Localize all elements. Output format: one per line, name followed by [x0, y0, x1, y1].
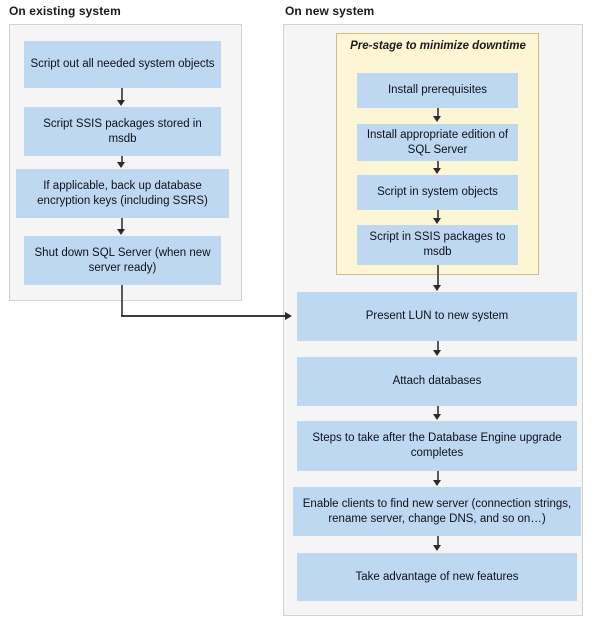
node-install-sql-server-edition[interactable]: Install appropriate edition of SQL Serve…	[357, 124, 518, 161]
node-present-lun[interactable]: Present LUN to new system	[297, 292, 577, 341]
node-label: Take advantage of new features	[355, 570, 519, 583]
node-label: Install appropriate edition of SQL Serve…	[366, 128, 509, 156]
node-script-in-system-objects[interactable]: Script in system objects	[357, 175, 518, 210]
node-label: Attach databases	[392, 375, 482, 387]
node-take-advantage-new-features[interactable]: Take advantage of new features	[297, 553, 577, 601]
node-label: Present LUN to new system	[365, 310, 509, 322]
node-backup-encryption-keys[interactable]: If applicable, back up database encrypti…	[16, 169, 229, 218]
node-enable-clients-find-server[interactable]: Enable clients to find new server (conne…	[293, 487, 581, 536]
node-shut-down-sql-server[interactable]: Shut down SQL Server (when new server re…	[24, 236, 221, 285]
node-label: Enable clients to find new server (conne…	[302, 497, 572, 525]
node-label: Script SSIS packages stored in msdb	[43, 117, 202, 145]
prestage-group-title: Pre-stage to minimize downtime	[350, 40, 526, 52]
node-install-prerequisites[interactable]: Install prerequisites	[357, 73, 518, 108]
column-heading-existing-system: On existing system	[9, 4, 121, 18]
node-attach-databases[interactable]: Attach databases	[297, 357, 577, 406]
node-label: Steps to take after the Database Engine …	[312, 432, 562, 459]
node-label: Script in SSIS packages to msdb	[369, 231, 506, 258]
node-post-upgrade-steps[interactable]: Steps to take after the Database Engine …	[297, 421, 577, 471]
node-label: Install prerequisites	[387, 84, 488, 96]
node-label: If applicable, back up database encrypti…	[37, 179, 208, 207]
connector-line-horizontal	[121, 315, 287, 317]
node-label: Shut down SQL Server (when new server re…	[34, 246, 211, 274]
node-script-out-system-objects[interactable]: Script out all needed system objects	[24, 41, 221, 88]
node-script-ssis-packages[interactable]: Script SSIS packages stored in msdb	[24, 107, 221, 156]
node-label: Script out all needed system objects	[30, 58, 215, 70]
node-label: Script in system objects	[377, 186, 498, 198]
node-script-in-ssis-packages[interactable]: Script in SSIS packages to msdb	[357, 225, 518, 265]
column-heading-new-system: On new system	[285, 4, 375, 18]
